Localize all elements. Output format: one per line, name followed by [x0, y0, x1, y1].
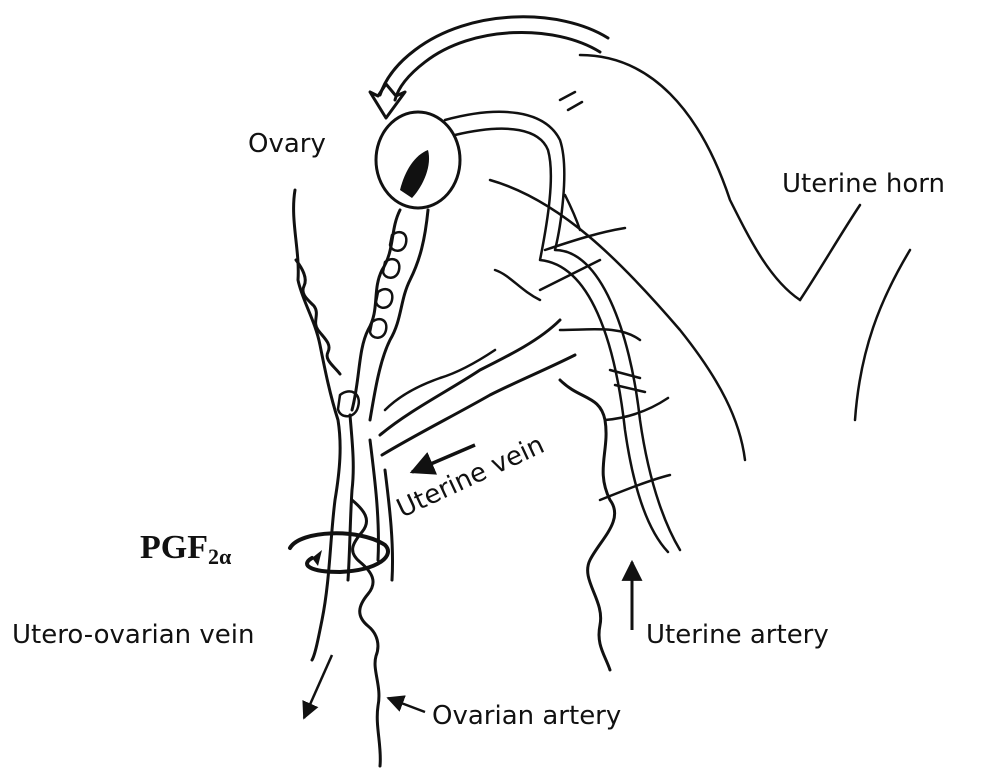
label-ovarian-artery: Ovarian artery	[432, 701, 621, 731]
utero-ovarian-outflow-arrow	[304, 655, 332, 718]
label-pgf-main: PGF	[140, 529, 208, 566]
label-uterine-vein: Uterine vein	[392, 430, 549, 524]
ovarian-artery-pointer-arrow	[388, 698, 425, 712]
label-uterine-horn: Uterine horn	[782, 169, 945, 199]
label-pgf-subscript: 2α	[208, 544, 232, 569]
utero-ovarian-vein-vessels	[294, 190, 393, 660]
label-pgf2a: PGF2α	[140, 529, 232, 569]
countercurrent-curved-arrow	[370, 17, 608, 118]
uterine-horn-outline	[490, 55, 910, 460]
ovary-shape	[376, 112, 460, 208]
label-utero-ovarian-vein: Utero-ovarian vein	[12, 620, 255, 650]
uterine-artery-vessels	[495, 195, 670, 670]
label-uterine-artery: Uterine artery	[646, 620, 829, 650]
pgf2a-transfer-loop	[290, 533, 388, 572]
label-ovary: Ovary	[248, 129, 326, 159]
